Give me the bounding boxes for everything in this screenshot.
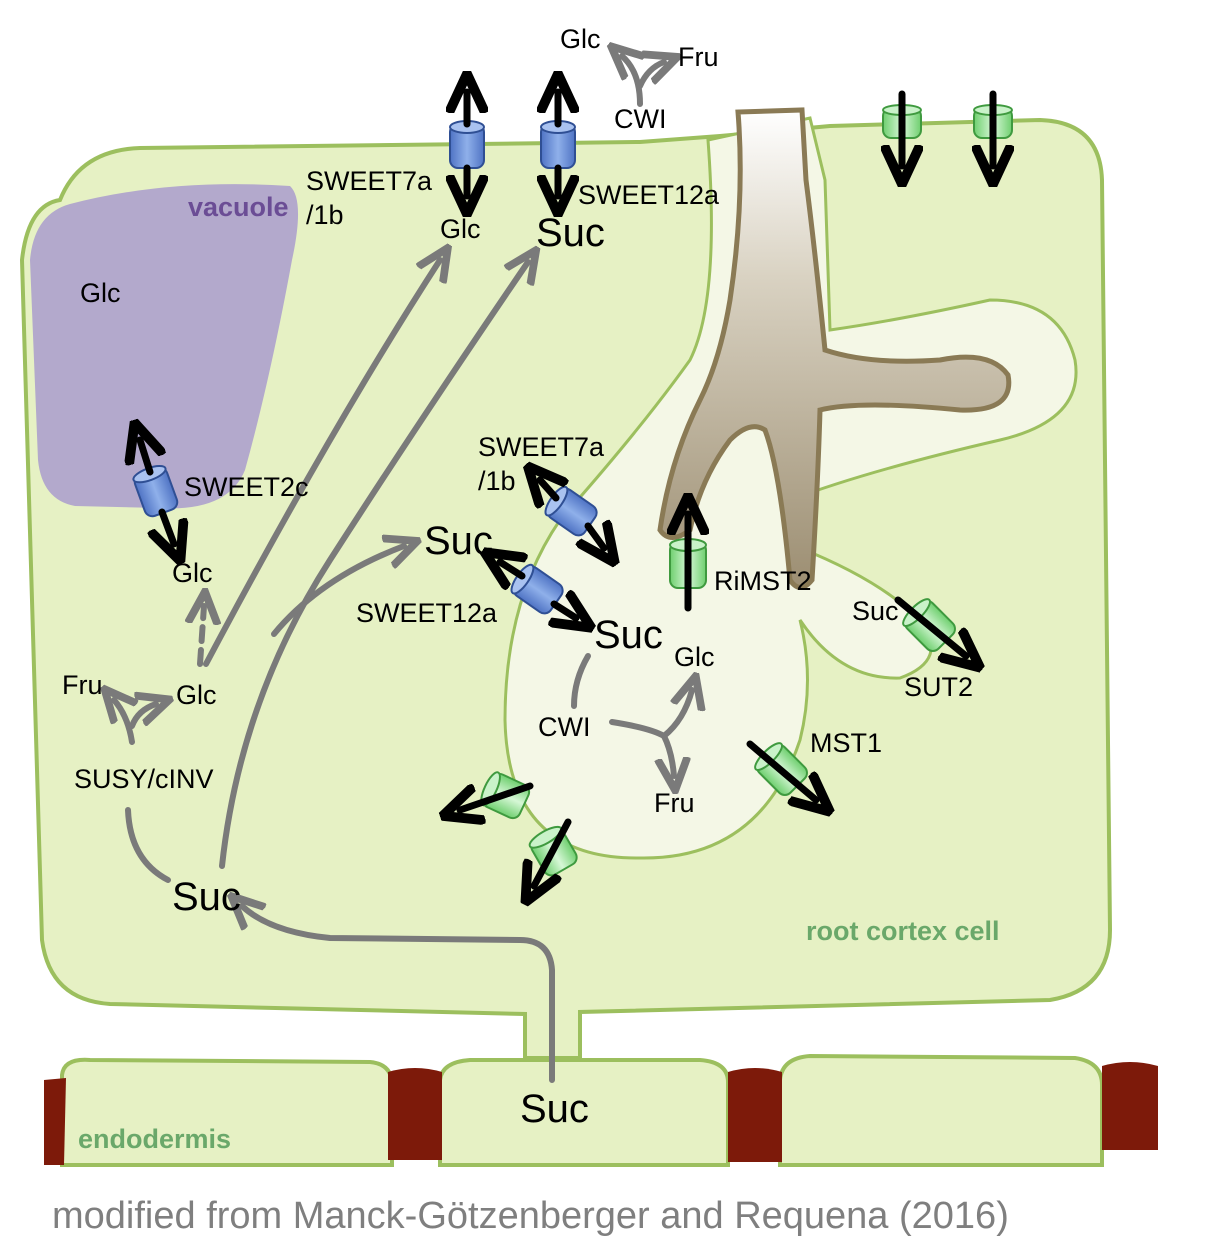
susy-split-fru — [114, 700, 132, 745]
sut2-arrow — [894, 596, 966, 656]
sweet7a-top-label-b: /1b — [306, 200, 344, 230]
endodermis-cell-right — [778, 1053, 1104, 1167]
casparian-strip-1 — [44, 1078, 66, 1165]
sweet7a-top-label: SWEET7a — [306, 166, 433, 196]
endodermis-suc-label: Suc — [520, 1087, 589, 1131]
glc-to-top-glc — [203, 260, 440, 667]
endodermis-layer — [44, 1053, 1158, 1167]
sweet7a-mid-arrow-out — [540, 480, 556, 498]
sweet12a-top-label: SWEET12a — [578, 180, 720, 210]
vacuole — [30, 184, 299, 509]
sweet12a-mid-arrow-in — [554, 604, 576, 618]
suc-to-mid-suc — [271, 546, 404, 637]
apo-cwi-label: CWI — [614, 104, 666, 134]
peri-cwi-label: CWI — [538, 712, 590, 742]
endodermis-suc-to-cortex-suc — [242, 906, 555, 1083]
sweet12a-top-transporter — [540, 120, 576, 169]
cyto-suc-label: Suc — [172, 875, 241, 919]
arbuscule-hypha — [657, 107, 1012, 590]
apo-fru-label: Fru — [678, 42, 719, 72]
sweet7a-mid-arrow-in — [588, 526, 604, 548]
cyto-fru-label: Fru — [62, 670, 103, 700]
mst1-arrow — [746, 740, 816, 800]
peri-suc-to-cwi — [571, 653, 591, 709]
sweet12a-mid-arrow-out — [500, 562, 522, 576]
top-suc-label: Suc — [536, 211, 605, 255]
rimst2-label: RiMST2 — [714, 566, 812, 596]
green-exporter-1-arrow — [460, 782, 534, 810]
vacuole-label: vacuole — [188, 192, 289, 222]
sweet7a-mid-label-b: /1b — [478, 466, 516, 496]
sweet7a-mid-label: SWEET7a — [478, 432, 605, 462]
sweet2c-arrow-up — [140, 440, 150, 476]
susy-split-glc — [129, 704, 156, 729]
sweet2c-label: SWEET2c — [184, 472, 309, 502]
peri-suc-label: Suc — [594, 613, 663, 657]
casparian-strip-2 — [388, 1068, 442, 1160]
vacuole-glc-label: Glc — [80, 278, 121, 308]
sut2-suc-label: Suc — [852, 596, 899, 626]
root-cortex-label: root cortex cell — [806, 916, 1000, 946]
mid-suc-label: Suc — [424, 519, 493, 563]
sweet7a-top-transporter — [449, 120, 485, 169]
mst1-label: MST1 — [810, 728, 882, 758]
top-glc-label: Glc — [440, 214, 481, 244]
endodermis-label: endodermis — [78, 1124, 231, 1154]
apo-glc-label: Glc — [560, 24, 601, 54]
susy-label: SUSY/cINV — [74, 764, 214, 794]
suc-to-top-suc — [219, 262, 528, 869]
cwi-to-fru — [664, 733, 674, 776]
apo-cwi-split — [622, 56, 640, 107]
cyto-glc-label-b: Glc — [176, 680, 217, 710]
casparian-strip-3 — [728, 1068, 782, 1162]
apo-cwi-split-fru — [637, 62, 664, 89]
peri-fru-label: Fru — [654, 788, 695, 818]
sweet2c-transporter — [132, 465, 179, 518]
susy-to-suc — [125, 807, 171, 883]
sut2-label: SUT2 — [904, 672, 973, 702]
endodermis-cell-middle — [438, 1058, 730, 1167]
glc-to-glc-dashed — [200, 606, 204, 667]
peri-glc-label: Glc — [674, 642, 715, 672]
green-exporter-2-arrow — [534, 818, 572, 886]
casparian-strip-4 — [1102, 1062, 1158, 1150]
sweet12a-mid-label: SWEET12a — [356, 598, 498, 628]
source-caption: modified from Manck-Götzenberger and Req… — [52, 1195, 1009, 1237]
sweet2c-arrow-down — [162, 508, 174, 544]
cyto-glc-label-a: Glc — [172, 558, 213, 588]
